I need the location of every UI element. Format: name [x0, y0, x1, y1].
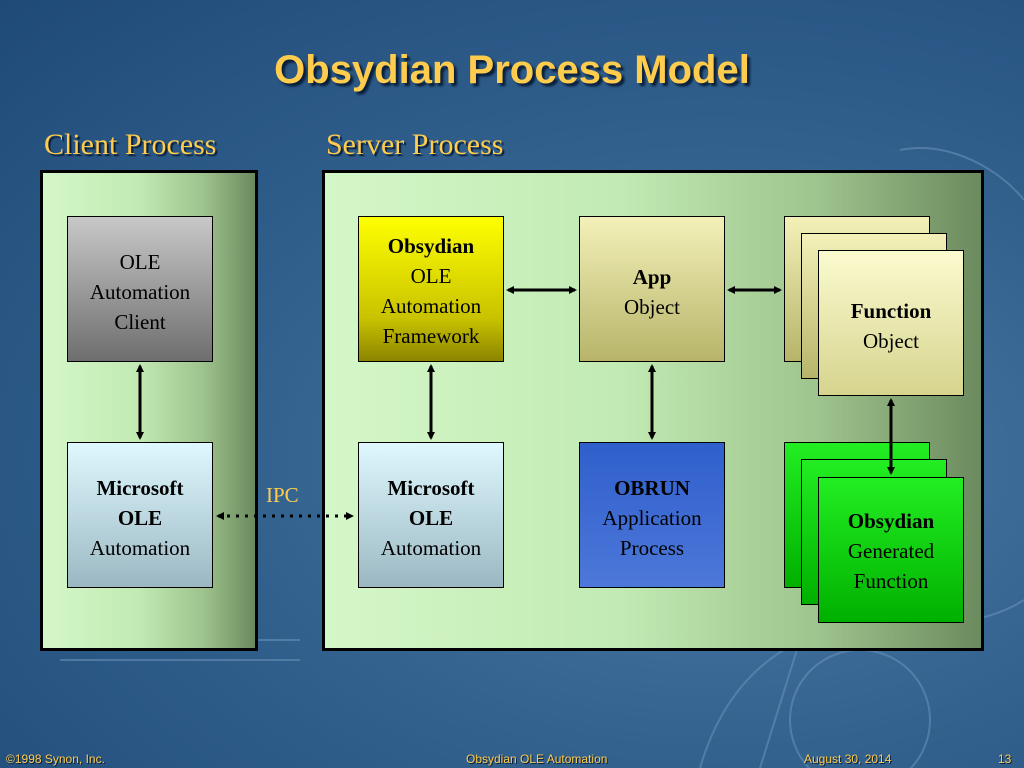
server-process-label: Server Process — [326, 128, 504, 161]
slide-title: Obsydian Process Model — [274, 48, 750, 92]
footer-date: August 30, 2014 — [804, 752, 892, 766]
ipc-label: IPC — [266, 483, 299, 507]
client-process-label: Client Process — [44, 128, 217, 161]
obrun-application-process-box: OBRUN Application Process — [579, 442, 725, 588]
ole-automation-client-box: OLE Automation Client — [67, 216, 213, 362]
function-object-box: Function Object — [818, 250, 964, 396]
microsoft-ole-automation-server-box: Microsoft OLE Automation — [358, 442, 504, 588]
microsoft-ole-automation-client-box: Microsoft OLE Automation — [67, 442, 213, 588]
obsydian-ole-automation-framework-box: Obsydian OLE Automation Framework — [358, 216, 504, 362]
footer-page-number: 13 — [998, 752, 1012, 766]
footer-title: Obsydian OLE Automation — [466, 752, 608, 766]
app-object-box: App Object — [579, 216, 725, 362]
obsydian-generated-function-box: Obsydian Generated Function — [818, 477, 964, 623]
footer-copyright: ©1998 Synon, Inc. — [6, 752, 105, 766]
